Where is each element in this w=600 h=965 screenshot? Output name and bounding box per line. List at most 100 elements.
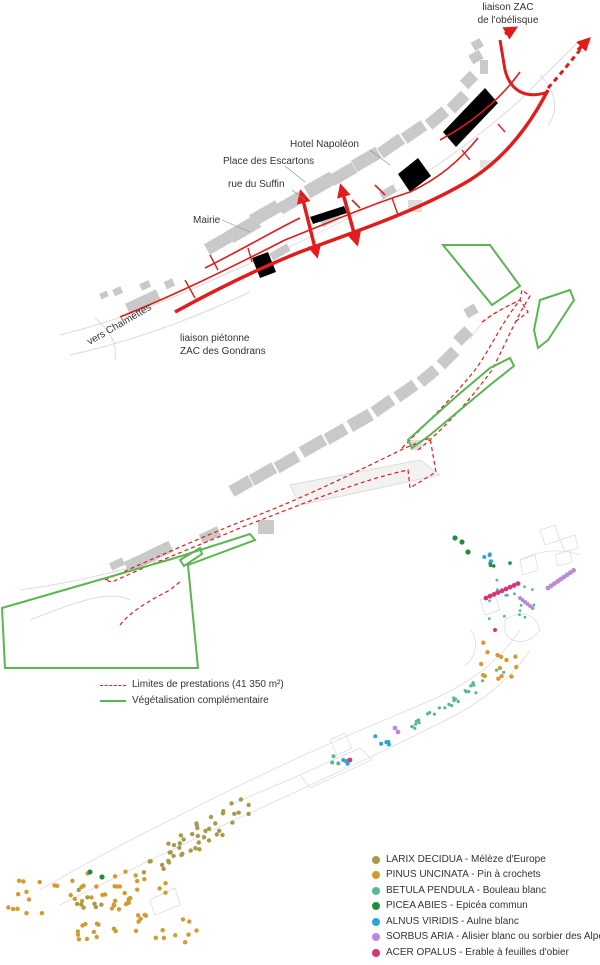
label-leaders [221, 149, 391, 233]
tree-dot [109, 906, 115, 911]
species-label: LARIX DECIDUA - Mélèze d'Europe [386, 853, 546, 865]
tree-dot [81, 883, 86, 888]
tree-dot [450, 703, 454, 708]
tree-dot [138, 916, 143, 921]
tree-dot [194, 928, 199, 933]
tree-dot [92, 901, 97, 906]
tree-dot [24, 889, 29, 894]
species-item: PINUS UNCINATA - Pin à crochets [372, 868, 600, 884]
tree-dot [495, 590, 501, 595]
tree-dot [532, 603, 536, 607]
tree-dot [94, 884, 99, 889]
tree-dot [523, 585, 526, 589]
tree-dot [141, 870, 147, 875]
tree-dot [173, 933, 178, 938]
tree-dot [123, 869, 128, 874]
tree-dot [456, 700, 460, 704]
tree-dot [195, 825, 200, 831]
vegetation-outline [0, 244, 576, 669]
tree-dot [87, 869, 93, 875]
tree-dot [177, 845, 182, 850]
tree-dot [474, 691, 478, 695]
tree-dot [159, 862, 165, 868]
tree-dot [220, 811, 226, 816]
tree-dot [206, 826, 212, 831]
tree-dot [178, 833, 184, 838]
label-zac-obelisque-line1: liaison ZAC [482, 2, 534, 13]
tree-dot [331, 754, 336, 759]
tree-dot [417, 721, 421, 725]
legend-vegetation: Végétalisation complémentaire [100, 696, 284, 706]
limits-legend: Limites de prestations (41 350 m²) Végét… [100, 680, 284, 706]
tree-dot [452, 535, 458, 541]
tree-dot [491, 564, 496, 568]
tree-dot [171, 842, 177, 848]
tree-dot [413, 726, 417, 731]
species-legend: LARIX DECIDUA - Mélèze d'Europe PINUS UN… [372, 852, 600, 961]
tree-dot [452, 696, 456, 700]
tree-dot [230, 820, 235, 825]
tree-dot [15, 906, 20, 911]
tree-dot [571, 568, 576, 573]
tree-dot [495, 578, 499, 582]
tree-dot [503, 586, 509, 592]
green-line-icon [100, 700, 126, 702]
tree-dot [190, 831, 195, 837]
tree-dot [179, 852, 184, 858]
tree-dot [113, 928, 118, 934]
tree-dot [166, 858, 171, 864]
tree-dot [135, 878, 140, 884]
tree-dot [502, 614, 506, 618]
tree-dot [336, 761, 341, 766]
tree-dot [91, 929, 97, 935]
tree-dot [160, 928, 165, 933]
tree-dot [16, 892, 21, 897]
tree-dot [452, 699, 456, 703]
tree-dot [39, 911, 45, 916]
tree-dot [142, 877, 147, 882]
tree-dot [177, 841, 182, 846]
species-dot [372, 855, 380, 864]
tree-dot [487, 552, 492, 557]
circulation-map [59, 26, 591, 361]
tree-dot [488, 563, 493, 568]
species-label: BETULA PENDULA - Bouleau blanc [386, 884, 547, 896]
tree-dot [395, 729, 401, 735]
tree-dot [482, 673, 487, 679]
tree-dot [21, 879, 26, 884]
label-gondrans-line1: liaison piétonne [180, 333, 250, 344]
tree-dot [432, 712, 436, 716]
tree-dot [93, 904, 99, 910]
tree-dot [514, 664, 519, 670]
tree-dot [26, 897, 32, 902]
tree-dot [482, 555, 487, 559]
tree-dot [493, 628, 497, 632]
tree-dot [487, 593, 493, 599]
tree-dot [214, 832, 219, 837]
tree-dot [89, 895, 94, 900]
tree-dot [518, 613, 521, 617]
tree-dot [74, 901, 80, 907]
tree-dot [236, 810, 241, 815]
species-item: BETULA PENDULA - Bouleau blanc [372, 883, 600, 899]
tree-dot [496, 676, 501, 681]
planted-trees [6, 535, 576, 945]
tree-dot [485, 650, 490, 655]
label-gondrans: liaison piétonne ZAC des Gondrans [180, 334, 266, 357]
tree-dot [506, 593, 509, 597]
tree-dot [471, 681, 475, 685]
species-dot [372, 871, 380, 880]
tree-dot [195, 833, 200, 839]
tree-dot [186, 932, 191, 937]
tree-dot [81, 905, 86, 910]
tree-dot [135, 913, 141, 918]
tree-dot [347, 757, 353, 763]
tree-dot [153, 935, 158, 940]
tree-dot [161, 935, 167, 941]
label-zac-obelisque-line2: de l'obélisque [477, 15, 539, 26]
limits-map [0, 244, 576, 669]
tree-dot [392, 725, 398, 731]
tree-dot [68, 893, 73, 898]
tree-dot [410, 725, 414, 729]
tree-dot [197, 847, 202, 852]
